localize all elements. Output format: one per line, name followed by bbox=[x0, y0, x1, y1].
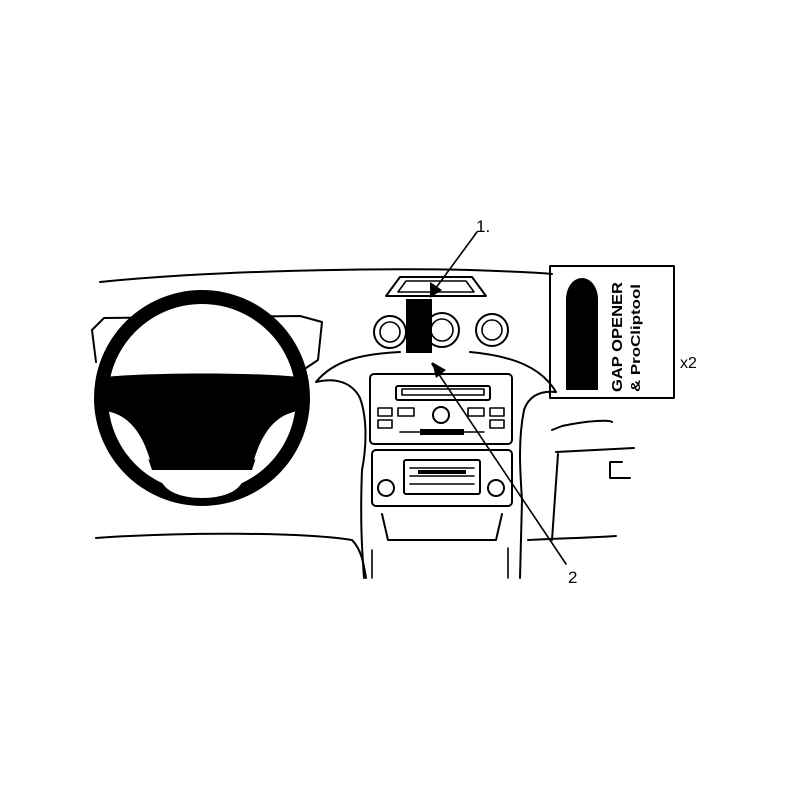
callout-1-leader bbox=[429, 231, 478, 297]
center-display-inner bbox=[397, 280, 475, 293]
console-tray bbox=[381, 513, 503, 541]
callout-1-label: 1. bbox=[476, 217, 490, 236]
lower-dash-left bbox=[95, 532, 367, 579]
dashboard-top-edge bbox=[99, 268, 553, 283]
glovebox-handle bbox=[609, 461, 631, 479]
console-left-contour bbox=[315, 351, 401, 579]
quantity-label: x2 bbox=[680, 355, 697, 372]
steering-wheel bbox=[94, 290, 310, 506]
radio-unit bbox=[369, 373, 513, 445]
console-lower-lines bbox=[371, 547, 509, 579]
glovebox-outline bbox=[551, 419, 635, 541]
callout-2-arrowhead bbox=[432, 362, 446, 378]
callout-2-leader bbox=[431, 363, 567, 565]
lower-dash-right bbox=[527, 535, 617, 541]
console-right-contour bbox=[469, 351, 557, 579]
center-display bbox=[385, 276, 487, 297]
mounting-bracket bbox=[406, 299, 432, 353]
callout-2-label: 2 bbox=[568, 568, 577, 587]
callout-1-arrowhead bbox=[430, 282, 442, 298]
center-vents bbox=[373, 312, 509, 349]
inset-frame bbox=[549, 265, 675, 399]
gap-opener-inset: GAP OPENER & ProCliptool bbox=[549, 265, 675, 399]
inset-subtitle: & ProCliptool bbox=[628, 284, 643, 392]
instrument-hood bbox=[91, 315, 323, 373]
gap-opener-tool-icon bbox=[566, 278, 598, 390]
inset-title: GAP OPENER bbox=[609, 282, 626, 392]
climate-unit bbox=[371, 449, 513, 507]
